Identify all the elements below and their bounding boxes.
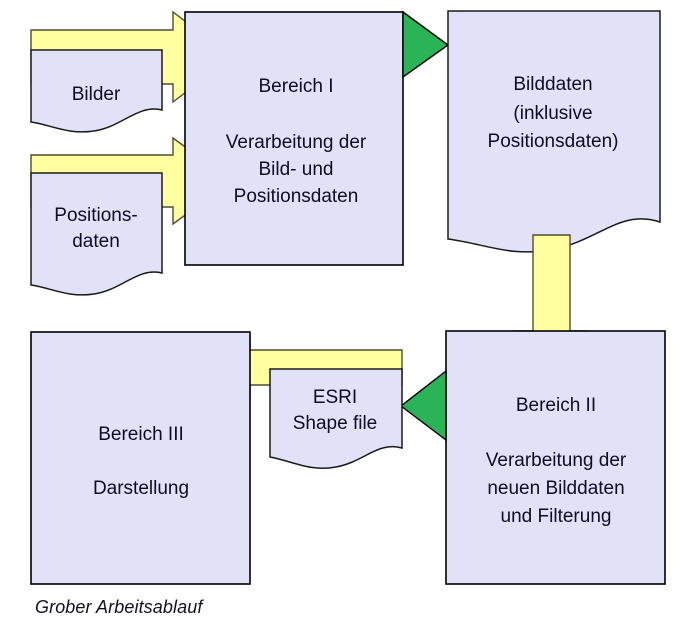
diagram-caption: Grober Arbeitsablauf <box>35 597 203 617</box>
node-bereich-iii <box>30 331 251 585</box>
label-bereich-ii-body-line2: neuen Bilddaten <box>487 478 624 499</box>
label-bilddaten-line2: (inklusive <box>513 103 592 124</box>
node-esri-shape-file <box>269 368 403 469</box>
label-bilddaten-line1: Bilddaten <box>513 74 592 95</box>
triangle-bereich-ii-to-esri <box>399 369 447 442</box>
label-positionsdaten-line1: Positions- <box>54 205 137 226</box>
node-positionsdaten <box>30 172 163 296</box>
node-bereich-i <box>184 11 404 266</box>
label-bereich-ii-heading: Bereich II <box>516 395 596 416</box>
label-bereich-i-heading: Bereich I <box>259 76 334 97</box>
label-esri-line2: Shape file <box>293 413 378 434</box>
label-bereich-i-body-line2: Bild- und <box>259 159 334 180</box>
label-bereich-i-body-line1: Verarbeitung der <box>226 132 367 153</box>
label-bereich-i-body-line3: Positionsdaten <box>234 186 359 207</box>
label-bilder: Bilder <box>72 84 121 105</box>
label-bilddaten-line3: Positionsdaten) <box>488 131 619 152</box>
label-positionsdaten-line2: daten <box>72 231 120 252</box>
label-esri-line1: ESRI <box>313 387 357 408</box>
triangle-bereich-i-to-bilddaten <box>402 10 450 79</box>
node-bereich-ii <box>445 330 666 585</box>
node-bilder <box>30 49 163 133</box>
label-bereich-ii-body-line3: und Filterung <box>501 506 612 527</box>
label-bereich-iii-body-line1: Darstellung <box>93 478 189 499</box>
label-bereich-ii-body-line1: Verarbeitung der <box>486 450 627 471</box>
label-bereich-iii-heading: Bereich III <box>98 424 184 445</box>
